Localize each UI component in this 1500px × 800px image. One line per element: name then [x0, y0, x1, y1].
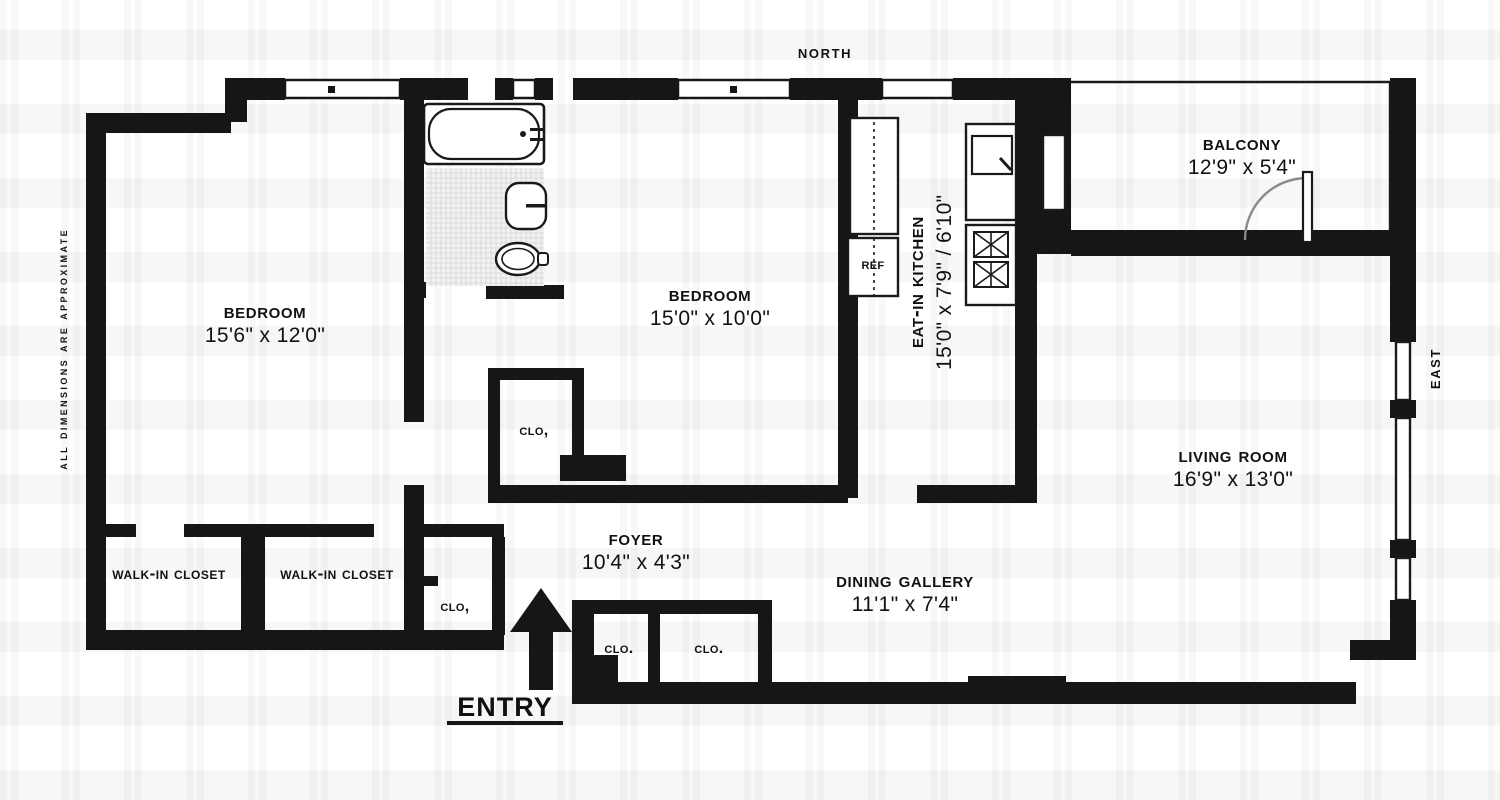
- interior-thin-lines: [1041, 80, 1412, 602]
- kitchen-sink-icon: [964, 122, 1018, 222]
- bathtub-icon: [422, 102, 546, 166]
- bathroom-sink-icon: [504, 181, 548, 231]
- balcony-door-swing: [1243, 176, 1308, 241]
- bathroom-fixtures: [422, 102, 549, 286]
- room-name: Eat-In Kitchen: [905, 216, 929, 349]
- room-label-foyer: Foyer 10'4" x 4'3": [528, 527, 744, 574]
- compass-east: East: [1424, 348, 1444, 390]
- balcony-door-leaf: [1301, 170, 1314, 244]
- room-dimensions: 15'6" x 12'0": [204, 323, 326, 347]
- entry-label: ENTRY: [457, 692, 553, 722]
- room-label-kitchen: Eat-In Kitchen 15'0" x 7'9" / 6'10": [900, 160, 962, 420]
- toilet-icon: [494, 241, 549, 277]
- refrigerator-label: Ref: [861, 256, 885, 273]
- kitchen-fixtures: [846, 116, 1018, 307]
- entry-arrow-icon: [510, 588, 572, 690]
- dimensions-disclaimer: All Dimensions Are Approximate: [55, 228, 70, 470]
- room-label-bedroom-second: Bedroom 15'0" x 10'0": [585, 283, 835, 330]
- room-label-living-room: Living Room 16'9" x 13'0": [1110, 444, 1356, 491]
- refrigerator-icon: [846, 236, 900, 300]
- room-name: Balcony: [1202, 132, 1282, 155]
- compass-north: North: [797, 42, 853, 62]
- room-name: Foyer: [608, 527, 664, 550]
- room-name: Dining Gallery: [836, 569, 974, 592]
- closet-label-clo-bedroom: Clo,: [519, 422, 549, 439]
- room-label-dining-gallery: Dining Gallery 11'1" x 7'4": [790, 569, 1020, 616]
- room-name: Bedroom: [223, 300, 307, 323]
- room-dimensions: 15'0" x 7'9" / 6'10": [933, 194, 957, 371]
- exterior-walls: [86, 78, 1416, 704]
- room-name: Bedroom: [668, 283, 752, 306]
- entry-underline: [447, 721, 563, 725]
- closet-label-clo-foyer-right: Clo.: [694, 640, 724, 657]
- room-name: Living Room: [1178, 444, 1288, 467]
- room-dimensions: 12'9" x 5'4": [1187, 155, 1297, 179]
- closet-label-walkin-left: Walk-In Closet: [112, 564, 226, 583]
- closet-label-walkin-right: Walk-In Closet: [280, 564, 394, 583]
- room-dimensions: 15'0" x 10'0": [649, 306, 771, 330]
- closet-label-clo-hall: Clo,: [440, 598, 470, 615]
- room-label-balcony: Balcony 12'9" x 5'4": [1125, 132, 1359, 179]
- room-dimensions: 11'1" x 7'4": [851, 592, 959, 616]
- room-dimensions: 16'9" x 13'0": [1172, 467, 1294, 491]
- closet-label-clo-foyer-left: Clo.: [604, 640, 634, 657]
- range-icon: [964, 223, 1018, 307]
- room-label-bedroom-master: Bedroom 15'6" x 12'0": [140, 300, 390, 347]
- room-dimensions: 10'4" x 4'3": [581, 550, 691, 574]
